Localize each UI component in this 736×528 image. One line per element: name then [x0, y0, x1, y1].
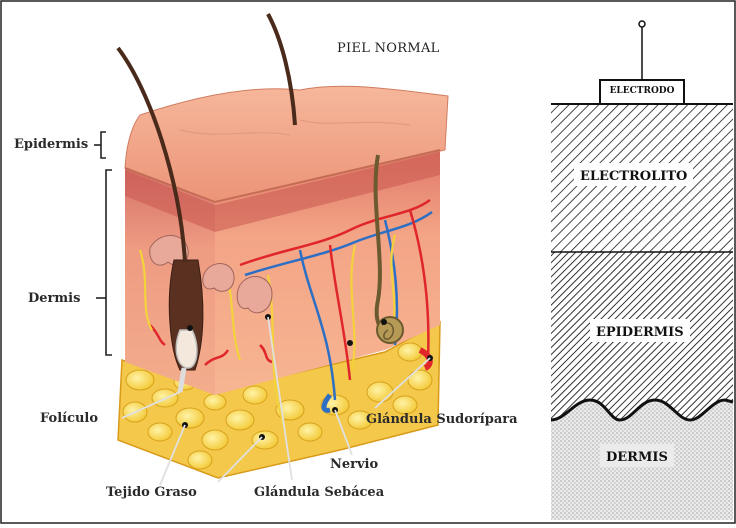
epidermis-label-box: EPIDERMIS	[590, 319, 690, 342]
label-epidermis: Epidermis	[14, 138, 88, 151]
brackets	[94, 132, 112, 355]
label-dermis: Dermis	[28, 292, 80, 305]
label-epidermis-layer: EPIDERMIS	[596, 325, 684, 340]
label-dermis-layer: DERMIS	[606, 450, 668, 465]
dermis-bracket	[106, 170, 112, 355]
label-tejido-graso: Tejido Graso	[106, 486, 197, 499]
label-nervio: Nervio	[330, 458, 378, 471]
dermis-label-box: DERMIS	[600, 444, 674, 467]
electrode-terminal	[639, 21, 645, 27]
label-glandula-sudoripara: Glándula Sudorípara	[366, 413, 518, 426]
label-electrodo: ELECTRODO	[604, 87, 680, 96]
label-glandula-sebacea: Glándula Sebácea	[254, 486, 384, 499]
label-electrolito: ELECTROLITO	[580, 169, 687, 184]
diagram-title: PIEL NORMAL	[337, 42, 440, 55]
electrolito-label-box: ELECTROLITO	[574, 163, 693, 186]
label-foliculo: Folículo	[40, 412, 98, 425]
epidermis-bracket	[101, 132, 106, 158]
